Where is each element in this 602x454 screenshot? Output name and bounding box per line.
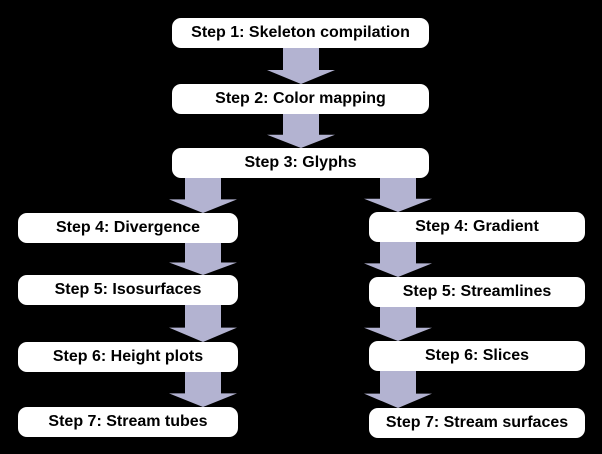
arrow-down-icon [168,243,238,275]
step-2-color-mapping-box: Step 2: Color mapping [172,84,429,114]
arrow-down-icon [363,307,433,341]
step-5-streamlines-box: Step 5: Streamlines [369,277,585,307]
step-7-stream-surfaces-box: Step 7: Stream surfaces [369,408,585,438]
step-5-streamlines-label: Step 5: Streamlines [402,283,552,300]
step-4-gradient-box: Step 4: Gradient [369,212,585,242]
step-6-height-plots-box: Step 6: Height plots [18,342,238,372]
step-3-glyphs-box: Step 3: Glyphs [172,148,429,178]
step-1-label: Step 1: Skeleton compilation [191,24,410,41]
arrow-down-icon [363,371,433,408]
step-4-divergence-label: Step 4: Divergence [55,219,201,236]
arrow-down-icon [363,242,433,277]
step-7-stream-surfaces-label: Step 7: Stream surfaces [385,414,569,431]
step-4-divergence-box: Step 4: Divergence [18,213,238,243]
step-2-label: Step 2: Color mapping [215,90,386,107]
step-7-stream-tubes-box: Step 7: Stream tubes [18,407,238,437]
step-6-slices-label: Step 6: Slices [424,347,530,364]
arrow-down-icon [266,114,336,148]
step-3-label: Step 3: Glyphs [244,154,357,171]
step-5-isosurfaces-label: Step 5: Isosurfaces [54,281,202,298]
step-6-height-plots-label: Step 6: Height plots [52,348,204,365]
arrow-down-icon [168,305,238,342]
step-6-slices-box: Step 6: Slices [369,341,585,371]
step-1-skeleton-compilation-box: Step 1: Skeleton compilation [172,18,429,48]
step-7-stream-tubes-label: Step 7: Stream tubes [48,413,208,430]
arrow-down-icon [266,48,336,84]
arrow-down-icon [168,178,238,213]
arrow-down-icon [168,372,238,407]
step-5-isosurfaces-box: Step 5: Isosurfaces [18,275,238,305]
step-4-gradient-label: Step 4: Gradient [415,218,539,235]
arrow-down-icon [363,178,433,212]
